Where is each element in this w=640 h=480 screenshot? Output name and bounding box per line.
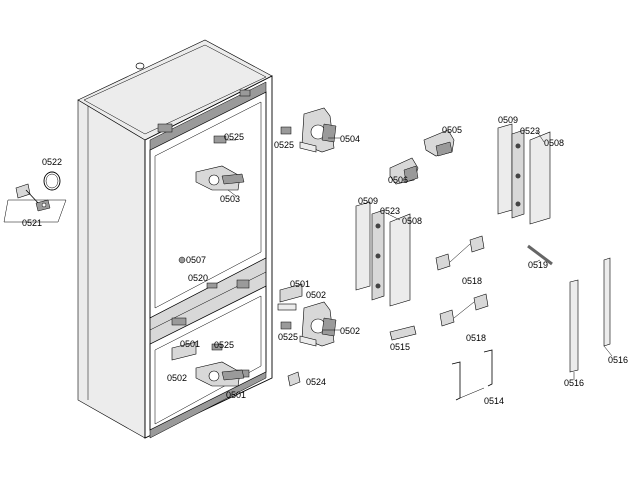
callout-0525-upper: 0525 — [274, 140, 295, 150]
callout-0505: 0505 — [442, 125, 463, 135]
callout-0502-mid: 0502 — [306, 290, 327, 300]
callout-0523-middle: 0523 — [380, 206, 401, 216]
panel-set-middle — [355, 201, 411, 307]
callout-0501-bottom: 0501 — [226, 390, 247, 400]
callout-0502-inner: 0502 — [167, 373, 188, 383]
bracket-0501-inner — [171, 341, 197, 361]
callout-0524: 0524 — [306, 377, 327, 387]
callout-0504: 0504 — [340, 134, 361, 144]
callout-0515: 0515 — [390, 342, 411, 352]
bracket-0502-mid — [277, 303, 297, 311]
callout-0501-inner: 0501 — [180, 339, 201, 349]
callout-0508-middle: 0508 — [402, 216, 423, 226]
leader-lines — [226, 129, 613, 380]
callout-0516-right: 0516 — [608, 355, 629, 365]
callout-0507: 0507 — [186, 255, 207, 265]
callout-0501-mid: 0501 — [290, 279, 311, 289]
part-0520 — [206, 282, 218, 289]
hinge-assembly-0504 — [280, 107, 337, 153]
strip-0519 — [527, 244, 553, 266]
callout-0525-upper-inner: 0525 — [224, 132, 245, 142]
screw-0507 — [178, 256, 186, 264]
plate-0525-lower-inner — [211, 343, 223, 351]
hinge-lower-cabinet — [195, 361, 245, 387]
plate-0525-inner — [213, 135, 227, 144]
callout-0520: 0520 — [188, 273, 209, 283]
clips-0518 — [435, 235, 489, 327]
callout-0509-middle: 0509 — [358, 196, 379, 206]
callout-0516-left: 0516 — [564, 378, 585, 388]
callout-0522: 0522 — [42, 157, 63, 167]
handle-brackets-0505-0506 — [389, 129, 455, 185]
brackets-0514 — [451, 349, 493, 401]
callout-0502-right: 0502 — [340, 326, 361, 336]
callout-0518-lower: 0518 — [466, 333, 487, 343]
callout-0508-upper: 0508 — [544, 138, 565, 148]
callout-0525-lower-inner: 0525 — [214, 340, 235, 350]
trim-strips-0516 — [569, 257, 611, 373]
bracket-0501-mid — [279, 283, 303, 303]
callout-0521: 0521 — [22, 218, 43, 228]
callout-0523-upper: 0523 — [520, 126, 541, 136]
part-0515 — [389, 325, 417, 341]
callout-0514: 0514 — [484, 396, 505, 406]
callout-0518-upper: 0518 — [462, 276, 483, 286]
callout-0509-upper: 0509 — [498, 115, 519, 125]
callout-0503: 0503 — [220, 194, 241, 204]
panel-set-upper — [497, 123, 551, 225]
part-0524 — [287, 371, 301, 387]
callout-0519: 0519 — [528, 260, 549, 270]
refrigerator-cabinet — [77, 39, 273, 439]
hinge-0503 — [195, 165, 245, 191]
parts-0521-0522 — [3, 171, 67, 223]
callout-0525-lower: 0525 — [278, 332, 299, 342]
callout-0506: 0506 — [388, 175, 409, 185]
hinge-assembly-0502 — [280, 301, 337, 347]
